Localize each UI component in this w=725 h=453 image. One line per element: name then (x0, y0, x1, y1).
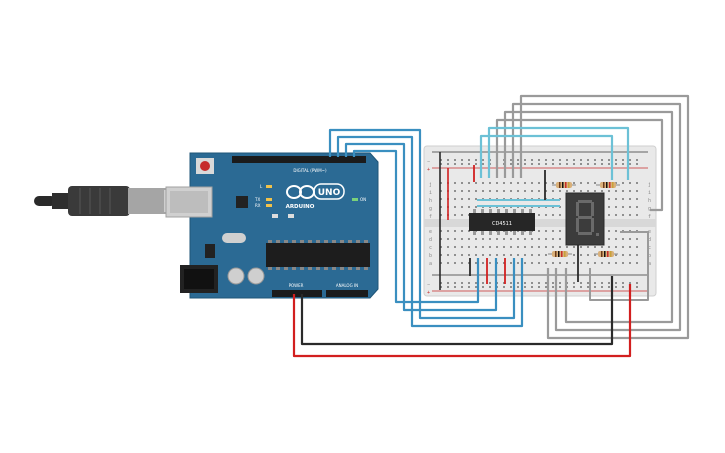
row-letter-g: g (429, 206, 432, 212)
wire-red-5v[interactable] (292, 284, 632, 358)
row-letter-a-right: a (648, 261, 651, 267)
resistor-2[interactable] (596, 182, 620, 188)
row-letter-e-right: e (648, 229, 651, 235)
row-letter-j-right: j (648, 182, 651, 188)
row-letter-e: e (429, 229, 432, 235)
cd4511-ic[interactable]: CD4511 (469, 209, 535, 235)
digital-header[interactable] (232, 156, 366, 163)
seven-segment-display[interactable] (565, 192, 605, 246)
arduino-uno-board[interactable]: UNO ARDUINO DIGITAL (PWM~) POWER ANALOG … (165, 152, 379, 299)
analog-header-label: ANALOG IN (336, 283, 358, 288)
row-letter-f: f (429, 214, 432, 220)
row-letter-d-right: d (648, 237, 651, 243)
breadboard[interactable]: j i h g f e d c b a j i h g f e d c b a … (423, 145, 657, 297)
wire-gray-3[interactable] (503, 110, 674, 324)
power-header[interactable] (272, 290, 322, 297)
wire-blue-2[interactable] (336, 135, 524, 328)
row-letter-h-right: h (648, 198, 651, 204)
row-letter-a: a (429, 261, 432, 267)
row-letter-b: b (429, 253, 432, 259)
led-label-tx: TX (254, 197, 260, 202)
wire-gray-5[interactable] (589, 231, 649, 301)
wire-black-gnd[interactable] (300, 276, 614, 346)
row-letter-c-right: c (648, 245, 651, 251)
wires (292, 94, 690, 358)
wire-blue-4[interactable] (352, 149, 480, 304)
row-labels: j i h g f e d c b a j i h g f e d c b a (429, 182, 651, 267)
reset-button[interactable] (200, 161, 210, 171)
resistor-1[interactable] (552, 182, 576, 188)
atmega-chip (266, 243, 370, 267)
row-letter-c: c (429, 245, 432, 251)
led-label-l: L (260, 184, 263, 189)
row-letter-f-right: f (648, 214, 651, 220)
row-letter-g-right: g (648, 206, 651, 212)
wire-cyan-1[interactable] (487, 126, 630, 180)
wire-blue-1[interactable] (328, 128, 516, 320)
ic-label: CD4511 (492, 221, 512, 227)
segment-digit-8-icon (576, 200, 599, 236)
resistor-3[interactable] (548, 251, 572, 257)
arduino-logo-icon (286, 183, 345, 200)
led-label-rx: RX (255, 203, 261, 208)
wire-gray-4[interactable] (495, 118, 664, 212)
wire-gray-2[interactable] (511, 102, 682, 332)
rail-minus-top: − (427, 159, 430, 165)
resistors (548, 182, 620, 257)
row-letter-i-right: i (648, 190, 651, 196)
row-letter-j: j (429, 182, 432, 188)
rail-minus-bottom: − (427, 282, 430, 288)
resistor-4[interactable] (594, 251, 618, 257)
led-label-on: ON (360, 197, 366, 202)
wire-blue-3[interactable] (344, 142, 498, 312)
row-letter-b-right: b (648, 253, 651, 259)
analog-header[interactable] (326, 290, 368, 297)
arduino-model: UNO (318, 188, 341, 198)
rail-plus-bottom: + (427, 290, 430, 296)
power-header-label: POWER (289, 283, 304, 288)
row-letter-d: d (429, 237, 432, 243)
wire-cyan-2[interactable] (479, 134, 614, 180)
arduino-logo-text: ARDUINO (286, 204, 315, 210)
wire-gray-1[interactable] (519, 94, 690, 340)
row-letter-h: h (429, 198, 432, 204)
digital-header-label: DIGITAL (PWM~) (293, 168, 327, 173)
row-letter-i: i (429, 190, 432, 196)
rail-plus-top: + (427, 167, 430, 173)
